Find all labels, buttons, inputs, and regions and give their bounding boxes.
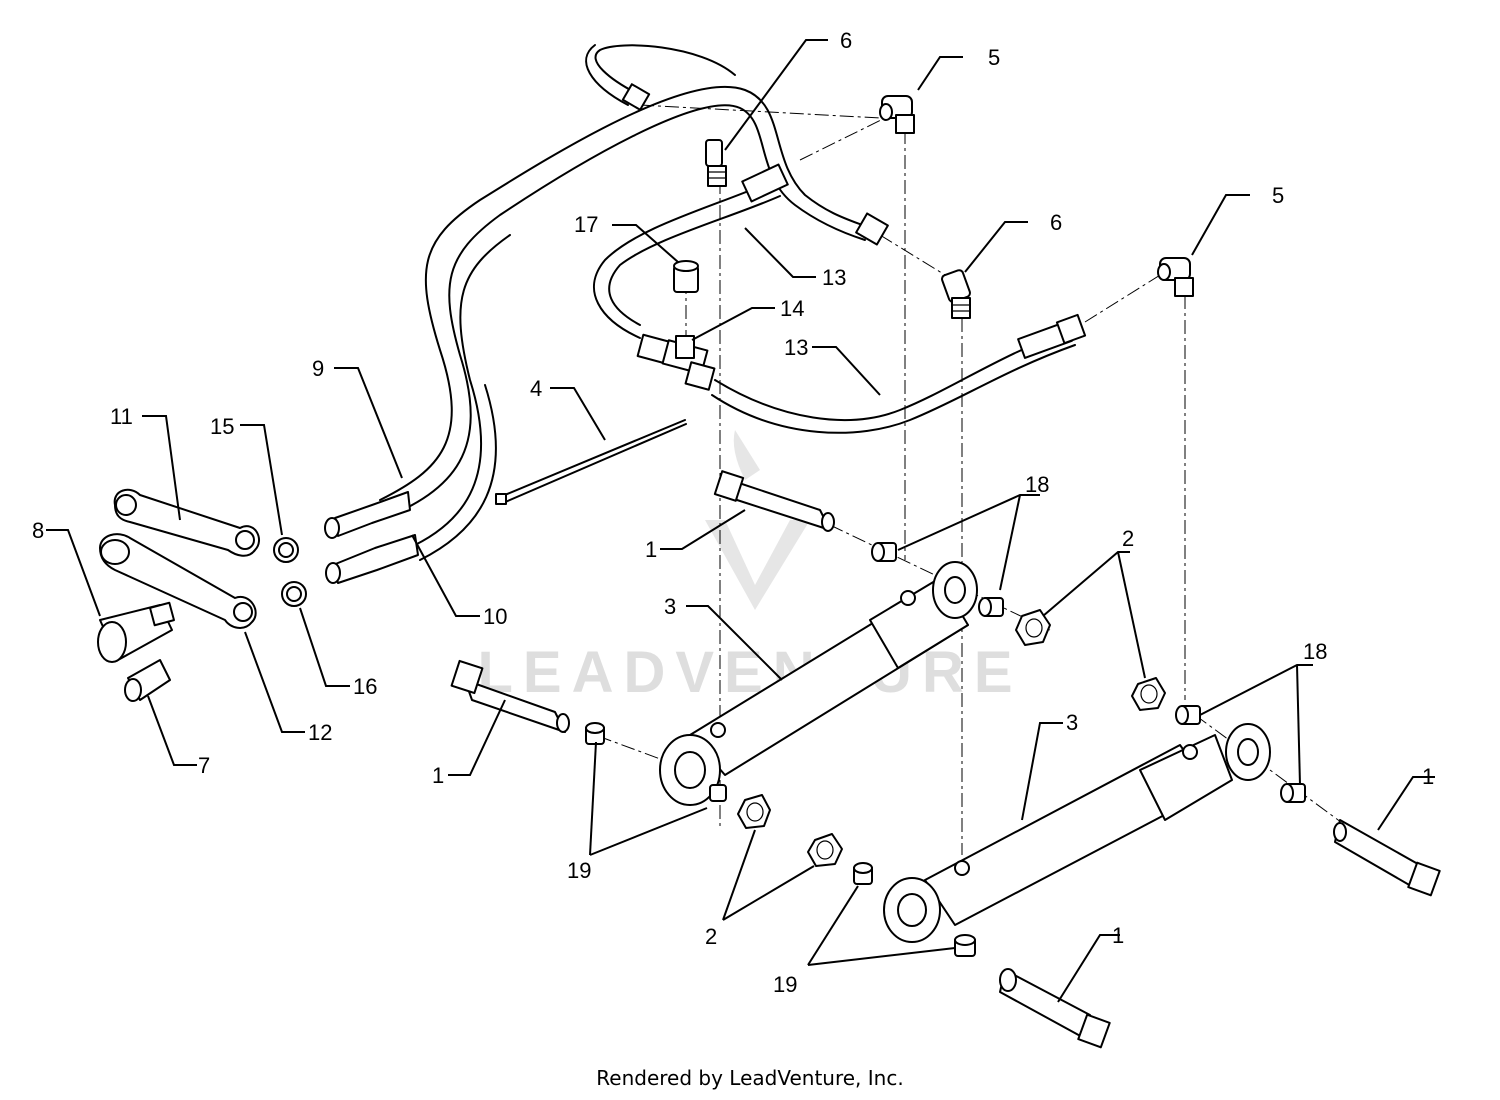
callout-18-right: 18: [1303, 639, 1327, 664]
nut-2-d: [807, 833, 843, 867]
spacer-19-d: [954, 934, 976, 957]
callout-1-right: 1: [1422, 764, 1434, 789]
callout-13-lower: 13: [784, 335, 808, 360]
callout-11: 11: [110, 404, 133, 429]
pin-1-bottom: [999, 968, 1111, 1049]
nut-2-b: [1131, 677, 1166, 711]
fitting-6-left: [705, 139, 727, 187]
cylinder-3-lower: [883, 723, 1271, 943]
fitting-6-right: [941, 269, 971, 319]
callout-16: 16: [353, 674, 377, 699]
fitting-5-upper: [879, 95, 915, 134]
spacer-19-c: [853, 862, 873, 885]
callout-15: 15: [210, 414, 234, 439]
callout-13-upper: 13: [822, 265, 846, 290]
nut-2-a: [1015, 609, 1051, 646]
callout-1-upper: 1: [645, 537, 657, 562]
callout-4: 4: [530, 376, 542, 401]
spacer-19-a: [585, 722, 605, 745]
hose-ends: [324, 491, 419, 584]
callout-19-bottom: 19: [773, 972, 797, 997]
pin-1-left: [450, 659, 570, 733]
callout-5-top: 5: [988, 45, 1000, 70]
callout-labels: 6 5 6 5 17 13 14 13 9 4 11 15 8 10 16 12…: [32, 28, 1434, 997]
callout-6-right: 6: [1050, 210, 1062, 235]
bracket-12: [99, 533, 257, 629]
washer-15: [273, 537, 299, 563]
footer-credit: Rendered by LeadVenture, Inc.: [596, 1066, 904, 1090]
leader-lines: [46, 39, 1435, 1003]
fitting-5-lower: [1157, 257, 1194, 297]
callout-17: 17: [574, 212, 598, 237]
hose-13-lower: [711, 212, 1087, 434]
callout-1-left: 1: [432, 763, 444, 788]
spacer-18-d: [1280, 783, 1306, 803]
callout-2-upper: 2: [1122, 526, 1134, 551]
callout-5-right: 5: [1272, 183, 1284, 208]
washer-16: [281, 581, 307, 607]
callout-9: 9: [312, 356, 324, 381]
callout-3-upper: 3: [664, 594, 676, 619]
callout-8: 8: [32, 518, 44, 543]
callout-12: 12: [308, 720, 332, 745]
callout-10: 10: [483, 604, 507, 629]
hose-10: [414, 234, 511, 561]
cylinder-3-upper: [659, 561, 978, 806]
callout-19-left: 19: [567, 858, 591, 883]
bracket-11: [113, 488, 260, 557]
nut-2-c: [737, 794, 771, 829]
callout-6-top: 6: [840, 28, 852, 53]
callout-3-lower: 3: [1066, 710, 1078, 735]
spacer-18-a: [871, 542, 897, 562]
spacer-18-c: [1175, 705, 1201, 725]
callout-1-bottom: 1: [1112, 923, 1124, 948]
valve-8: [97, 601, 175, 663]
callout-18-upper: 18: [1025, 472, 1049, 497]
hose-13-upper: [593, 163, 789, 339]
pin-1-upper: [713, 470, 835, 532]
watermark-text: LEADVENTURE: [477, 640, 1022, 705]
plug-7: [124, 659, 171, 702]
tee-fitting-14: [636, 333, 716, 391]
pin-1-right: [1333, 819, 1441, 897]
callout-2-bottom: 2: [705, 924, 717, 949]
callout-7: 7: [198, 753, 210, 778]
spacer-18-b: [978, 597, 1004, 617]
hose-9: [379, 44, 871, 521]
cap-17: [673, 260, 699, 293]
spacer-19-b: [709, 784, 727, 802]
callout-14: 14: [780, 296, 804, 321]
zip-tie-4: [495, 419, 687, 505]
